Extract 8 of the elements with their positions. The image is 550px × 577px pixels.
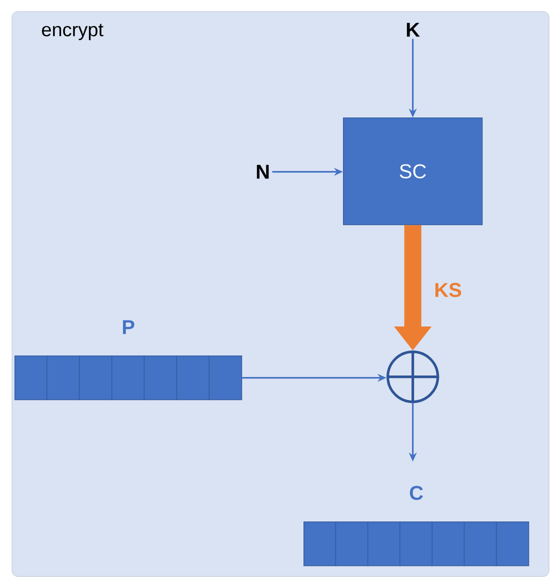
- edge-label: KS: [433, 282, 463, 298]
- register-label: C: [410, 486, 423, 500]
- cipher-box: SC: [343, 118, 483, 226]
- input-label: N: [256, 164, 269, 179]
- input-label: K: [406, 22, 420, 37]
- register-label: P: [122, 320, 134, 334]
- panel-title: encrypt: [42, 24, 104, 40]
- xor-symbol: [385, 349, 440, 404]
